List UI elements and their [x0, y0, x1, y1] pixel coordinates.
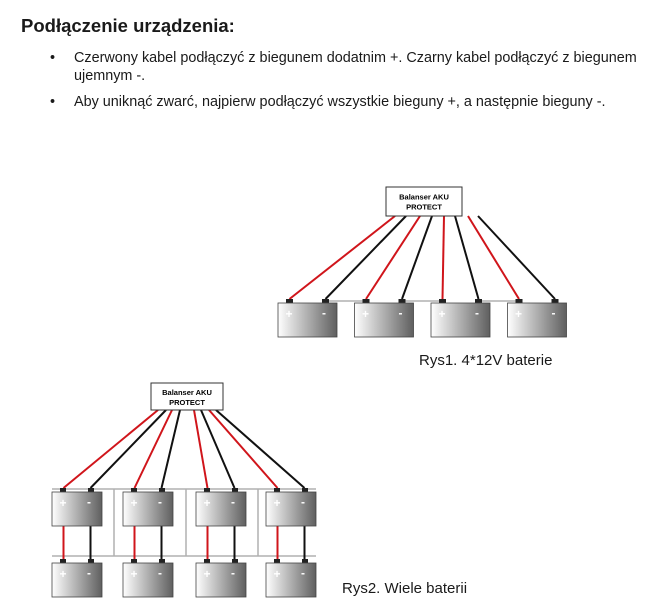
negative-wire	[200, 409, 236, 489]
balancer-box	[150, 382, 224, 411]
minus-symbol: -	[231, 566, 235, 580]
minus-symbol: -	[552, 306, 556, 320]
minus-symbol: -	[475, 306, 479, 320]
bullet-marker: •	[50, 94, 56, 110]
negative-wire	[160, 409, 181, 489]
instruction-text: Aby uniknąć zwarć, najpierw podłączyć ws…	[74, 94, 606, 110]
negative-terminal	[475, 299, 482, 303]
plus-symbol: +	[130, 496, 137, 510]
plus-symbol: +	[362, 307, 369, 321]
negative-terminal	[232, 488, 238, 492]
battery	[265, 491, 317, 527]
minus-symbol: -	[301, 566, 305, 580]
negative-terminal	[302, 559, 308, 563]
instruction-list: • Czerwony kabel podłączyć z biegunem do…	[48, 49, 640, 119]
instruction-item-order: • Aby uniknąć zwarć, najpierw podłączyć …	[48, 93, 640, 111]
fig1-batteries: + - + - + - + -	[277, 299, 567, 338]
positive-terminal	[60, 488, 66, 492]
negative-wire	[477, 215, 556, 300]
positive-wire	[133, 409, 173, 489]
positive-terminal	[60, 559, 66, 563]
battery	[195, 562, 247, 598]
plus-symbol: +	[438, 307, 445, 321]
positive-terminal	[131, 488, 137, 492]
battery	[51, 491, 103, 527]
figure-caption-2: Rys2. Wiele baterii	[342, 580, 468, 597]
positive-wire	[193, 409, 209, 489]
negative-wire	[454, 215, 480, 300]
plus-symbol: +	[515, 307, 522, 321]
minus-symbol: -	[158, 566, 162, 580]
instruction-item-polarity: • Czerwony kabel podłączyć z biegunem do…	[48, 49, 640, 85]
battery	[51, 562, 103, 598]
bullet-marker: •	[50, 50, 56, 66]
battery	[195, 491, 247, 527]
fig1-wires	[288, 215, 556, 302]
negative-terminal	[88, 559, 94, 563]
negative-wire	[89, 409, 167, 489]
negative-terminal	[302, 488, 308, 492]
plus-symbol: +	[285, 307, 292, 321]
negative-wire	[324, 215, 407, 300]
plus-symbol: +	[273, 567, 280, 581]
battery	[265, 562, 317, 598]
balancer-label: Balanser AKU	[162, 388, 212, 397]
positive-terminal	[515, 299, 523, 303]
figure-caption-1: Rys1. 4*12V baterie	[419, 352, 553, 369]
negative-terminal	[551, 299, 559, 303]
negative-terminal	[159, 559, 165, 563]
positive-terminal	[204, 559, 210, 563]
balancer-label-sub: PROTECT	[169, 398, 205, 407]
negative-terminal	[398, 299, 406, 303]
battery	[354, 302, 414, 338]
positive-wire	[62, 409, 159, 489]
minus-symbol: -	[158, 495, 162, 509]
battery	[277, 302, 338, 338]
minus-symbol: -	[399, 306, 403, 320]
positive-wire	[441, 215, 445, 300]
negative-wire	[215, 409, 306, 489]
positive-terminal	[274, 488, 280, 492]
positive-wire	[288, 215, 396, 300]
positive-terminal	[204, 488, 210, 492]
plus-symbol: +	[59, 496, 66, 510]
battery	[430, 302, 491, 338]
positive-terminal	[439, 299, 446, 303]
positive-wire	[467, 215, 520, 300]
instruction-text: Czerwony kabel podłączyć z biegunem doda…	[74, 50, 637, 84]
negative-terminal	[232, 559, 238, 563]
balancer-label-sub: PROTECT	[406, 203, 442, 212]
negative-terminal	[159, 488, 165, 492]
plus-symbol: +	[273, 496, 280, 510]
battery	[122, 562, 174, 598]
positive-wire	[208, 409, 279, 489]
negative-terminal	[322, 299, 329, 303]
plus-symbol: +	[203, 496, 210, 510]
fig2-link-wires	[52, 488, 316, 557]
minus-symbol: -	[87, 495, 91, 509]
minus-symbol: -	[322, 306, 326, 320]
positive-terminal	[274, 559, 280, 563]
fig2-wires	[62, 409, 306, 559]
fig2-batteries: + - + - + - + - + - + - + - + -	[51, 488, 317, 598]
balancer-label: Balanser AKU	[399, 193, 449, 202]
minus-symbol: -	[87, 566, 91, 580]
balancer-box	[385, 186, 463, 217]
negative-terminal	[88, 488, 94, 492]
battery	[122, 491, 174, 527]
minus-symbol: -	[301, 495, 305, 509]
negative-wire	[401, 215, 433, 300]
battery	[507, 302, 567, 338]
plus-symbol: +	[130, 567, 137, 581]
positive-terminal	[286, 299, 293, 303]
positive-wire	[365, 215, 421, 300]
positive-terminal	[362, 299, 370, 303]
section-heading: Podłączenie urządzenia:	[21, 15, 235, 36]
minus-symbol: -	[231, 495, 235, 509]
plus-symbol: +	[203, 567, 210, 581]
positive-terminal	[131, 559, 137, 563]
plus-symbol: +	[59, 567, 66, 581]
